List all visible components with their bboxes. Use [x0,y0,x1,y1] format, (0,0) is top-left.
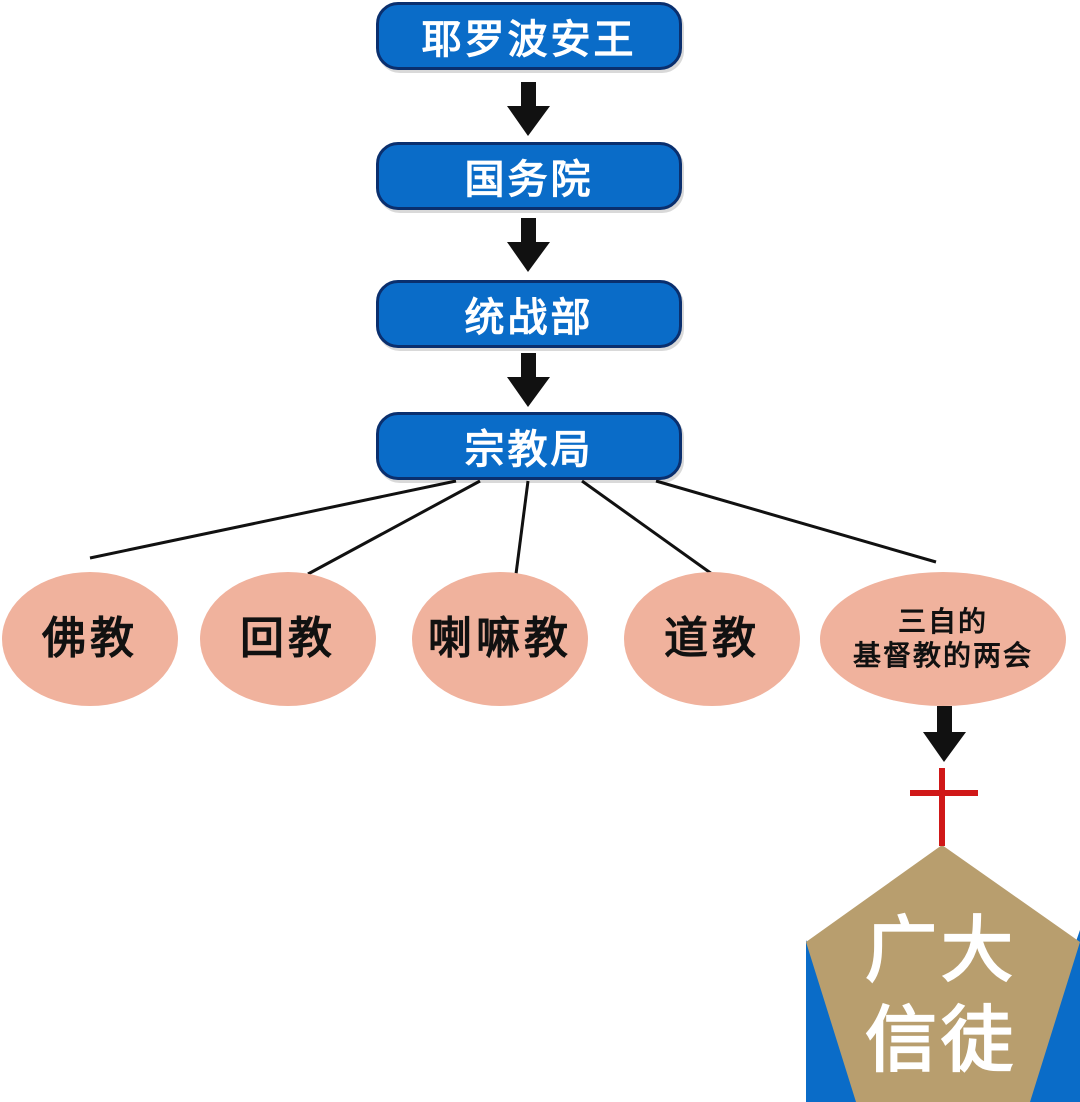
connector-buddhism [89,479,457,560]
arrow-state-council-to-united-front [507,218,550,272]
believers-pentagon [806,845,1080,1102]
box-united-front: 统战部 [376,280,682,348]
node-taoism: 道教 [624,572,800,706]
arrow-united-front-to-religious-bureau [507,353,550,407]
box-state-council: 国务院 [376,142,682,210]
connector-taoism [581,479,713,576]
connector-lamaism [514,480,530,575]
arrow-three-self-to-believers [923,706,966,762]
node-lamaism: 喇嘛教 [412,572,588,706]
node-islam: 回教 [200,572,376,706]
connector-islam [307,479,481,576]
believers-line1: 广大 [864,908,1017,992]
node-three-self: 三自的 基督教的两会 [820,572,1066,706]
cross-icon [910,768,978,846]
arrow-king-to-state-council [507,82,550,136]
connector-three-self [655,479,937,564]
node-three-self-line1: 三自的 [897,605,988,639]
node-buddhism: 佛教 [2,572,178,706]
box-king: 耶罗波安王 [376,2,682,70]
believers-label: 广大 信徒 [826,905,1056,1085]
believers-line2: 信徒 [864,998,1017,1082]
box-religious-bureau: 宗教局 [376,412,682,480]
node-three-self-line2: 基督教的两会 [852,639,1033,672]
